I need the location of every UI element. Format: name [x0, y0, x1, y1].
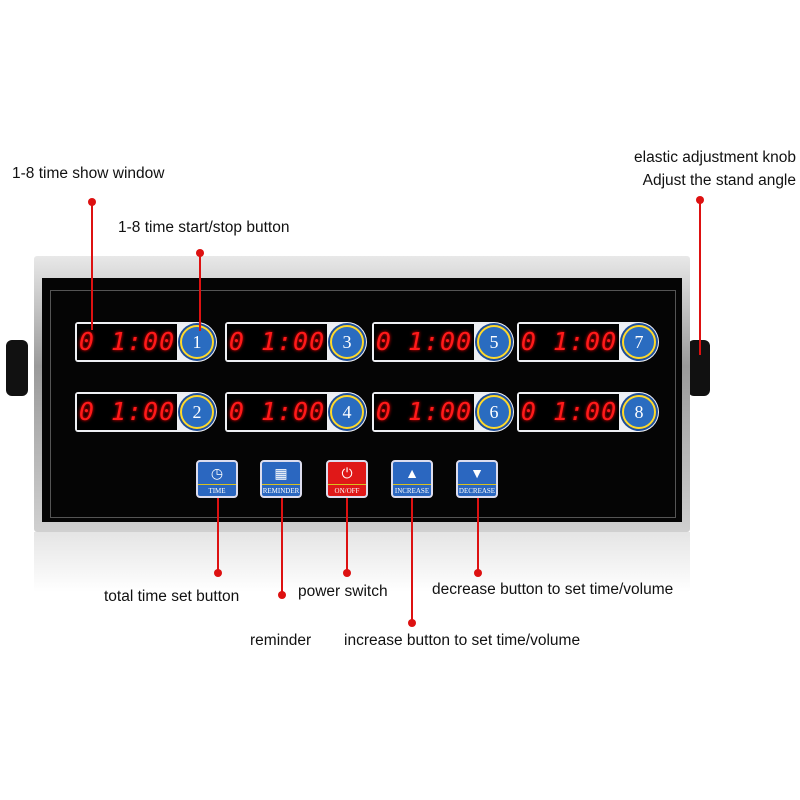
clock-icon: ◷ — [210, 465, 224, 481]
up-arrow-icon: ▲ — [405, 465, 419, 481]
time-display: 0 1:00 — [77, 394, 177, 430]
start-stop-button-3[interactable]: 3 — [330, 325, 364, 359]
annotation-dot — [278, 591, 286, 599]
label-power: power switch — [298, 583, 388, 600]
start-stop-button-7[interactable]: 7 — [622, 325, 656, 359]
start-stop-button-8[interactable]: 8 — [622, 395, 656, 429]
timer-1: 0 1:00 1 — [75, 322, 217, 362]
timer-8: 0 1:00 8 — [517, 392, 659, 432]
label-total-time: total time set button — [104, 588, 240, 605]
down-arrow-icon: ▼ — [470, 465, 484, 481]
start-stop-button-2[interactable]: 2 — [180, 395, 214, 429]
start-stop-button-6[interactable]: 6 — [477, 395, 511, 429]
start-stop-button-4[interactable]: 4 — [330, 395, 364, 429]
timer-4: 0 1:00 4 — [225, 392, 367, 432]
annotation-dot — [474, 569, 482, 577]
label-knob: elastic adjustment knob — [634, 149, 796, 166]
time-button[interactable]: ◷ TIME — [196, 460, 238, 498]
annotation-line — [217, 498, 219, 572]
start-stop-button-5[interactable]: 5 — [477, 325, 511, 359]
on-off-button[interactable]: ⏻ ON/OFF — [326, 460, 368, 498]
panel-border — [50, 290, 676, 518]
annotation-dot — [343, 569, 351, 577]
decrease-button[interactable]: ▼ DECREASE — [456, 460, 498, 498]
annotation-line — [281, 498, 283, 594]
button-label: ON/OFF — [328, 484, 366, 495]
annotation-dot — [408, 619, 416, 627]
timer-5: 0 1:00 5 — [372, 322, 514, 362]
time-display: 0 1:00 — [77, 324, 177, 360]
annotation-line — [477, 498, 479, 572]
timer-7: 0 1:00 7 — [517, 322, 659, 362]
annotation-line — [699, 200, 701, 355]
button-label: TIME — [198, 484, 236, 495]
basket-icon: ▦ — [274, 465, 288, 481]
reminder-button[interactable]: ▦ REMINDER — [260, 460, 302, 498]
time-display: 0 1:00 — [519, 324, 619, 360]
start-stop-button-1[interactable]: 1 — [180, 325, 214, 359]
reflection — [34, 532, 690, 592]
timer-2: 0 1:00 2 — [75, 392, 217, 432]
time-display: 0 1:00 — [227, 394, 327, 430]
button-label: DECREASE — [458, 484, 496, 495]
timer-6: 0 1:00 6 — [372, 392, 514, 432]
power-icon: ⏻ — [341, 465, 353, 481]
left-knob — [6, 340, 28, 396]
button-label: INCREASE — [393, 484, 431, 495]
timer-3: 0 1:00 3 — [225, 322, 367, 362]
button-label: REMINDER — [262, 484, 300, 495]
annotation-line — [411, 498, 413, 622]
label-decrease: decrease button to set time/volume — [432, 581, 674, 598]
right-knob — [688, 340, 710, 396]
time-display: 0 1:00 — [374, 324, 474, 360]
increase-button[interactable]: ▲ INCREASE — [391, 460, 433, 498]
annotation-line — [199, 253, 201, 331]
label-stand-angle: Adjust the stand angle — [642, 172, 796, 189]
annotation-line — [346, 498, 348, 572]
annotation-dot — [214, 569, 222, 577]
time-display: 0 1:00 — [519, 394, 619, 430]
time-display: 0 1:00 — [374, 394, 474, 430]
label-start-stop: 1-8 time start/stop button — [118, 219, 290, 236]
label-show-window: 1-8 time show window — [12, 165, 165, 182]
label-reminder: reminder — [250, 632, 312, 649]
time-display: 0 1:00 — [227, 324, 327, 360]
label-increase: increase button to set time/volume — [344, 632, 581, 649]
annotation-line — [91, 202, 93, 330]
